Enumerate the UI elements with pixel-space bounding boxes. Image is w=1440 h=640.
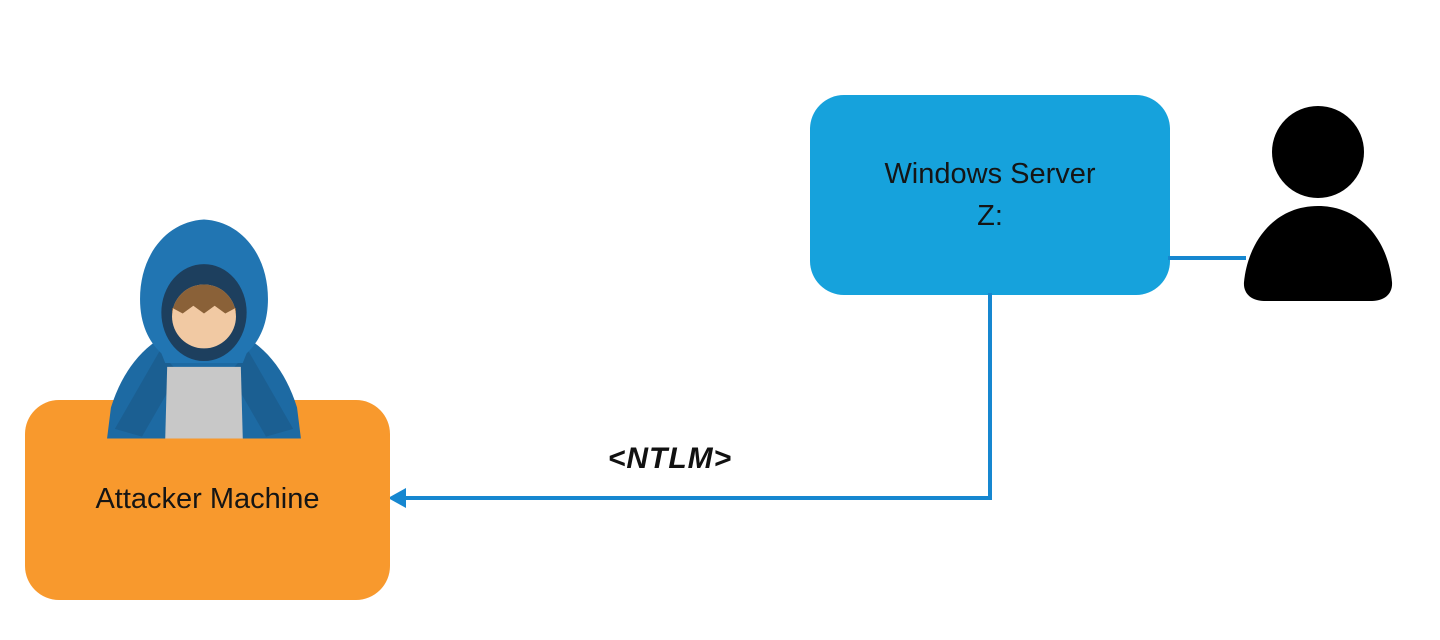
server-box: Windows Server Z: — [810, 95, 1170, 295]
server-box-label-line1: Windows Server — [884, 158, 1096, 190]
ntlm-flow-label: <NTLM> — [607, 442, 733, 475]
connector-vertical — [988, 293, 992, 498]
attacker-box-label: Attacker Machine — [95, 483, 320, 515]
server-box-label-line2: Z: — [977, 200, 1003, 232]
connector-server-user — [1168, 256, 1246, 260]
hacker-icon — [107, 219, 301, 439]
user-icon — [1243, 106, 1393, 301]
connector-horizontal — [402, 496, 992, 500]
arrowhead-left-icon — [388, 488, 406, 508]
